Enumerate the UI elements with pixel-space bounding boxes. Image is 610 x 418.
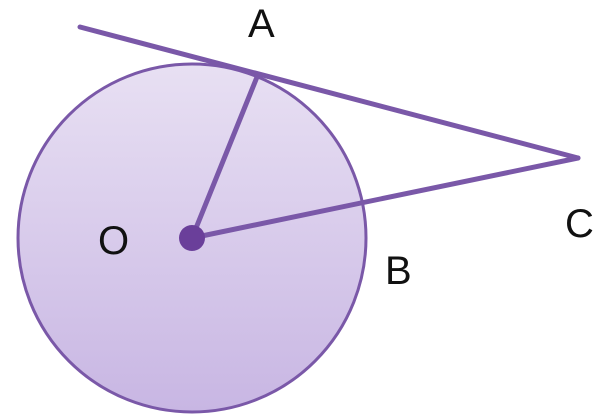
label-c: C xyxy=(565,202,594,246)
segment-oa xyxy=(189,74,260,241)
segment-oc xyxy=(189,155,581,241)
label-o: O xyxy=(98,219,129,263)
label-a: A xyxy=(248,2,275,46)
label-b: B xyxy=(385,249,412,293)
tangent-line-ac xyxy=(77,24,581,161)
center-point-o xyxy=(179,225,205,251)
